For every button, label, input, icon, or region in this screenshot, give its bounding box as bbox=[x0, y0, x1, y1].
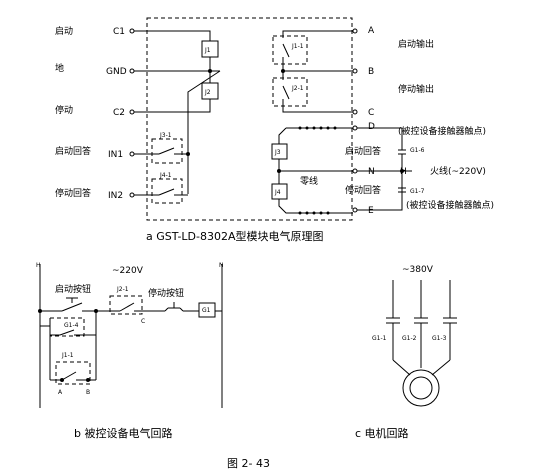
terminal-in1: IN1 bbox=[108, 150, 123, 160]
point-a-label: A bbox=[58, 389, 63, 396]
live-wire-label: 火线(~220V) bbox=[430, 165, 486, 177]
terminal-d: D bbox=[368, 122, 375, 132]
stop-button-label: 停动按钮 bbox=[148, 287, 184, 299]
contact-j4-1-frame bbox=[151, 178, 183, 204]
svg-text:J4: J4 bbox=[274, 189, 281, 196]
figure-caption: 图 2- 43 bbox=[227, 457, 270, 470]
voltage-380-label: ~380V bbox=[402, 265, 434, 275]
g1-3-label: G1-3 bbox=[432, 335, 447, 342]
d-line-dots bbox=[298, 126, 337, 130]
module-dashed-border bbox=[146, 17, 353, 221]
g1-6-label: G1-6 bbox=[410, 147, 425, 154]
terminal-in2: IN2 bbox=[108, 191, 123, 201]
panel-c-caption: c 电机回路 bbox=[355, 426, 409, 440]
contact-note-1: (被控设备接触器触点) bbox=[398, 125, 486, 137]
label-start: 启动 bbox=[55, 25, 73, 37]
g1-7-label: G1-7 bbox=[410, 188, 425, 195]
panel-a-module-schematic: 启动 地 停动 启动回答 停动回答 C1 GND C2 IN1 IN2 J1 J… bbox=[55, 17, 494, 243]
terminal-gnd: GND bbox=[106, 67, 127, 77]
motor-inner bbox=[409, 376, 433, 400]
contact-j1-1-frame bbox=[272, 35, 308, 65]
svg-text:J2-1: J2-1 bbox=[291, 85, 304, 92]
terminal-c2: C2 bbox=[113, 108, 125, 118]
svg-text:J1: J1 bbox=[204, 47, 211, 54]
n-terminal-label: N bbox=[219, 262, 224, 269]
g1-2-label: G1-2 bbox=[402, 335, 417, 342]
contact-j3-1-frame bbox=[151, 138, 183, 164]
coil-g1 bbox=[198, 302, 216, 318]
panel-b-caption: b 被控设备电气回路 bbox=[74, 426, 172, 440]
motor-outer bbox=[402, 369, 440, 407]
svg-text:J3: J3 bbox=[274, 149, 281, 156]
svg-text:J3-1: J3-1 bbox=[159, 132, 172, 139]
point-b-label: B bbox=[86, 389, 90, 396]
terminal-c: C bbox=[368, 108, 374, 118]
terminal-e: E bbox=[368, 206, 374, 216]
g1-4-label: G1-4 bbox=[64, 322, 79, 329]
svg-text:J4-1: J4-1 bbox=[159, 172, 172, 179]
start-output-label: 启动输出 bbox=[398, 38, 434, 50]
voltage-220-label: ~220V bbox=[112, 266, 144, 276]
terminal-b: B bbox=[368, 67, 374, 77]
terminal-n: N bbox=[368, 167, 375, 177]
svg-text:J1-1: J1-1 bbox=[291, 43, 304, 50]
terminal-c1: C1 bbox=[113, 27, 125, 37]
j1-1-dashed-frame bbox=[55, 361, 91, 385]
label-stop-answer: 停动回答 bbox=[55, 187, 91, 199]
stop-answer-label: 停动回答 bbox=[345, 184, 381, 196]
start-button-label: 启动按钮 bbox=[55, 283, 91, 295]
terminal-a: A bbox=[368, 26, 375, 36]
e-line-dots bbox=[298, 211, 330, 215]
j1-1-label: J1-1 bbox=[61, 352, 74, 359]
svg-text:G1: G1 bbox=[202, 307, 211, 314]
stop-output-label: 停动输出 bbox=[398, 83, 434, 95]
panel-c-motor-circuit: ~380V G1-1 G1-2 G1-3 c 电机回路 bbox=[355, 265, 457, 440]
j2-1-label: J2-1 bbox=[116, 286, 129, 293]
g1-1-label: G1-1 bbox=[372, 335, 387, 342]
label-start-answer: 启动回答 bbox=[55, 145, 91, 157]
start-answer-label: 启动回答 bbox=[345, 145, 381, 157]
panel-b-controlled-device-circuit: H N ~220V 启动按钮 J2-1 C 停动按钮 G1 bbox=[36, 262, 224, 440]
j2-1-dashed-frame bbox=[109, 295, 143, 315]
point-c-label: C bbox=[141, 318, 145, 325]
label-ground: 地 bbox=[55, 62, 64, 74]
svg-text:J2: J2 bbox=[204, 89, 211, 96]
neutral-label: 零线 bbox=[300, 175, 318, 187]
h-terminal-label: H bbox=[36, 262, 41, 269]
contact-note-2: (被控设备接触器触点) bbox=[406, 199, 494, 211]
contact-j2-1-frame bbox=[272, 77, 308, 107]
panel-a-caption: a GST-LD-8302A型模块电气原理图 bbox=[146, 229, 324, 243]
label-stop: 停动 bbox=[55, 104, 73, 116]
